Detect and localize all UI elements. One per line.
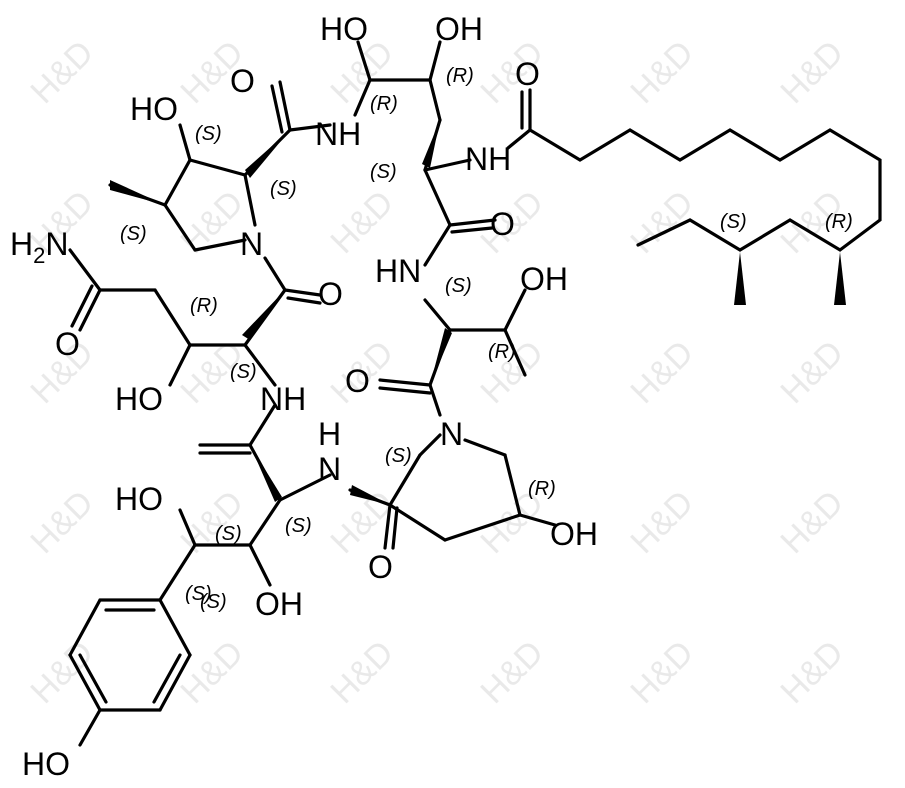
- atom-label: HO: [320, 11, 368, 47]
- stereo-bond-layer: [110, 120, 452, 505]
- stereo-descriptor: (R): [190, 295, 218, 317]
- watermark: H&D: [323, 183, 401, 261]
- atom-label-layer: HO OH O HO O NH NH H2N N O O HN OH O HO …: [10, 11, 598, 782]
- watermark: H&D: [623, 33, 701, 111]
- stereo-descriptor: (S): [185, 583, 212, 605]
- watermark: H&D: [773, 483, 851, 561]
- stereo-descriptor: (S): [285, 515, 312, 537]
- watermark: H&D: [773, 33, 851, 111]
- stereo-descriptor: (S): [195, 123, 222, 145]
- stereo-descriptor: (S): [215, 523, 242, 545]
- atom-label: OH: [255, 586, 303, 622]
- stereo-descriptor: (R): [370, 93, 398, 115]
- atom-label: HN: [375, 253, 421, 289]
- watermark: H&D: [623, 633, 701, 711]
- atom-label: HO: [130, 91, 178, 127]
- stereo-descriptor: (R): [528, 478, 556, 500]
- stereo-descriptor: (R): [446, 65, 474, 87]
- watermark: H&D: [773, 333, 851, 411]
- watermark: H&D: [623, 483, 701, 561]
- watermark: H&D: [773, 633, 851, 711]
- stereo-descriptor: (S): [720, 211, 747, 233]
- watermark: H&D: [473, 633, 551, 711]
- stereo-descriptor: (R): [488, 341, 516, 363]
- atom-label: OH: [520, 261, 568, 297]
- atom-label: NH: [260, 381, 306, 417]
- atom-label: HO: [22, 746, 70, 782]
- watermark: H&D: [23, 33, 101, 111]
- atom-label: NH: [315, 116, 361, 152]
- atom-label: O: [515, 56, 540, 92]
- atom-label: HO: [115, 481, 163, 517]
- atom-label: HO: [115, 381, 163, 417]
- atom-label: O: [490, 206, 515, 242]
- atom-label: H2N: [10, 226, 68, 268]
- atom-label: N: [440, 416, 463, 452]
- atom-label: O: [368, 549, 393, 585]
- watermark: H&D: [323, 633, 401, 711]
- atom-label: O: [345, 363, 370, 399]
- atom-label: NH: [465, 141, 511, 177]
- watermark: H&D: [623, 333, 701, 411]
- atom-label: OH: [550, 516, 598, 552]
- atom-label: N: [240, 226, 263, 262]
- stereo-descriptor: (S): [200, 591, 227, 613]
- stereo-descriptor: (S): [270, 178, 297, 200]
- watermark: H&D: [23, 483, 101, 561]
- atom-label: O: [55, 326, 80, 362]
- stereo-descriptor: (R): [825, 211, 853, 233]
- stereo-label-layer: (R) (S) (R) (S) (S) (S) (S) (R) (R) (S) …: [120, 65, 853, 613]
- watermark: H&D: [623, 183, 701, 261]
- atom-label: H: [318, 416, 341, 452]
- stereo-descriptor: (S): [385, 445, 412, 467]
- stereo-descriptor: (S): [230, 361, 257, 383]
- atom-label: OH: [435, 11, 483, 47]
- stereo-descriptor: (S): [445, 275, 472, 297]
- bond-layer: [68, 40, 882, 747]
- stereo-descriptor: (S): [370, 161, 397, 183]
- atom-label: N: [318, 451, 341, 487]
- stereo-descriptor: (S): [120, 223, 147, 245]
- atom-label: O: [230, 63, 255, 99]
- atom-label: O: [318, 276, 343, 312]
